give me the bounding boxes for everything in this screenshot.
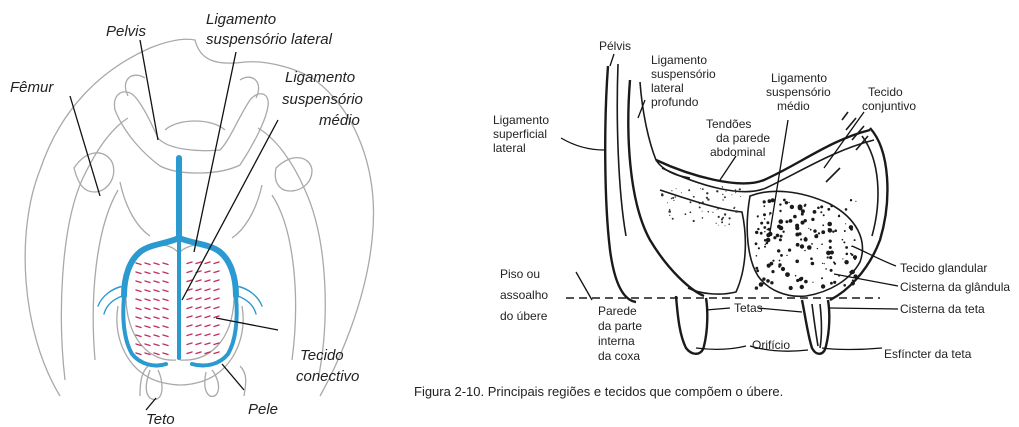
label-tec-conj-1: Tecido	[868, 85, 903, 99]
label-lig-medio-r-2: suspensório	[766, 85, 831, 99]
body-outline	[24, 38, 375, 397]
label-tec-glandular: Tecido glandular	[900, 261, 987, 275]
left-thigh-outline	[60, 117, 129, 381]
label-lig-medio-2: suspensório	[282, 91, 363, 108]
label-parede-2: da parte	[598, 319, 642, 333]
abdominal-floor	[655, 128, 871, 185]
label-lig-sup-1: Ligamento	[493, 113, 549, 127]
right-udder-section: Pélvis Ligamento suspensório lateral pro…	[414, 39, 1010, 399]
teat-left	[145, 369, 163, 401]
label-pelvis-r: Pélvis	[599, 39, 631, 53]
label-lig-prof-1: Ligamento	[651, 53, 707, 67]
label-teto: Teto	[146, 411, 175, 427]
gland-tissue-left	[135, 262, 169, 356]
label-lig-prof-2: suspensório	[651, 67, 716, 81]
lateral-ligament-left	[121, 294, 168, 368]
label-parede-4: da coxa	[598, 349, 640, 363]
label-tec-conj-2: conjuntivo	[862, 99, 916, 113]
label-lig-lateral-2: suspensório lateral	[206, 31, 333, 48]
label-lig-sup-2: superficial	[493, 127, 547, 141]
teat-cistern	[811, 303, 823, 349]
gland-tissue-right	[186, 261, 220, 355]
teat-left	[674, 295, 709, 355]
label-lig-medio-r-3: médio	[777, 99, 810, 113]
figure-caption: Figura 2-10. Principais regiões e tecido…	[414, 384, 783, 399]
left-udder-rear-view: Pelvis Ligamento suspensório lateral Fêm…	[10, 11, 375, 427]
gland-tissue-texture	[661, 186, 858, 291]
label-lig-medio-1: Ligamento	[285, 69, 355, 86]
label-lig-medio-r-1: Ligamento	[771, 71, 827, 85]
label-tendoes-1: Tendões	[706, 117, 751, 131]
label-lig-prof-4: profundo	[651, 95, 699, 109]
teat-right	[204, 369, 220, 398]
label-lig-prof-3: lateral	[651, 81, 684, 95]
lateral-ligament-right	[190, 294, 239, 368]
udder-outer-right	[829, 127, 889, 302]
label-tendoes-2: da parede	[716, 131, 770, 145]
label-pele: Pele	[248, 401, 278, 418]
label-lig-medio-3: médio	[319, 112, 360, 129]
label-lig-lateral-1: Ligamento	[206, 11, 276, 28]
label-cist-teta: Cisterna da teta	[900, 302, 985, 316]
label-pelvis: Pelvis	[106, 23, 147, 40]
thigh-wall-left	[604, 65, 637, 304]
label-piso-3: do úbere	[500, 309, 548, 323]
label-cist-glandula: Cisterna da glândula	[900, 280, 1010, 294]
label-parede-3: interna	[598, 334, 635, 348]
udder-outer-left	[627, 79, 705, 298]
label-lig-sup-3: lateral	[493, 141, 526, 155]
label-orificio: Orifício	[752, 338, 790, 352]
label-parede-1: Parede	[598, 304, 637, 318]
label-piso-1: Piso ou	[500, 267, 540, 281]
label-tecido-2: conectivo	[296, 368, 359, 385]
pelvis-bone	[113, 91, 269, 174]
udder-skin	[116, 305, 244, 386]
label-femur: Fêmur	[10, 79, 54, 96]
gland-region	[746, 190, 864, 298]
label-tendoes-3: abdominal	[710, 145, 765, 159]
teat-right	[800, 299, 831, 355]
label-piso-2: assoalho	[500, 288, 548, 302]
label-tetas: Tetas	[734, 301, 763, 315]
label-esfincter: Esfíncter da teta	[884, 347, 972, 361]
right-thigh-outline	[257, 127, 326, 381]
label-tecido-1: Tecido	[300, 347, 344, 364]
